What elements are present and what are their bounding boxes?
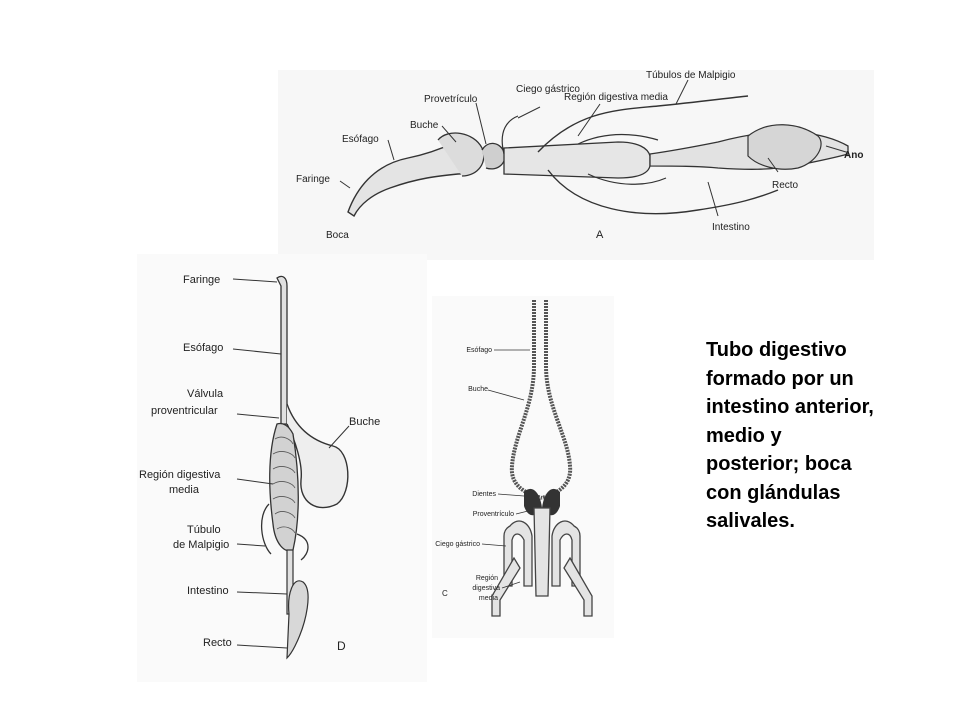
figure-a-panel: Túbulos de Malpigio Ciego gástrico Regió… [278, 70, 874, 260]
c-midgut-right [563, 556, 593, 617]
c-label-gastric-cecum: Ciego gástrico [435, 541, 480, 548]
d-label-valve-1: Válvula [187, 388, 224, 400]
c-label-crop: Buche [468, 386, 488, 393]
a-label-midgut: Región digestiva media [564, 92, 668, 103]
a-label-mouth: Boca [326, 230, 349, 241]
a-label-esophagus: Esófago [342, 134, 379, 145]
caption-line: Tubo digestivo [706, 339, 847, 361]
d-label-intestine: Intestino [187, 585, 229, 597]
caption-line: con glándulas [706, 481, 841, 504]
figure-d-diagram: Faringe Esófago Válvula proventricular B… [137, 254, 427, 682]
d-label-midgut-2: media [169, 484, 200, 496]
a-proventriculus-shape [481, 142, 506, 170]
a-panel-letter: A [596, 229, 604, 241]
c-label-proventriculus: Proventrículo [473, 511, 514, 518]
d-label-esophagus: Esófago [183, 342, 223, 354]
c-proventriculus [533, 507, 551, 597]
caption-line: salivales. [706, 510, 795, 532]
d-label-crop: Buche [349, 416, 380, 428]
figure-d-panel: Faringe Esófago Válvula proventricular B… [137, 254, 427, 682]
figure-c-diagram: Esófago Buche Dientes Proventrículo Cieg… [432, 296, 614, 638]
c-label-midgut-3: media [479, 595, 498, 602]
a-label-crop: Buche [410, 120, 439, 131]
caption-line: medio y [706, 424, 782, 447]
d-label-pharynx: Faringe [183, 274, 220, 286]
d-label-malpighian-1: Túbulo [187, 524, 221, 536]
d-crop-shape [286, 403, 349, 509]
d-label-midgut-1: Región digestiva [139, 469, 221, 481]
c-panel-letter: C [442, 589, 448, 598]
d-label-malpighian-2: de Malpigio [173, 539, 229, 551]
caption-line: intestino anterior, [706, 396, 874, 418]
figure-a-diagram: Túbulos de Malpigio Ciego gástrico Regió… [278, 70, 874, 260]
a-label-malpighian: Túbulos de Malpigio [646, 70, 736, 81]
d-rectum-shape [286, 580, 309, 660]
a-label-anus: Ano [844, 150, 863, 161]
a-crop-shape [437, 132, 485, 177]
a-midgut-shape [503, 141, 651, 179]
d-malpighian-shape [261, 503, 309, 561]
a-rectum-shape [747, 124, 822, 170]
d-panel-letter: D [337, 639, 346, 653]
caption-line: posterior; boca [706, 453, 852, 475]
a-label-proventriculus: Provetrículo [424, 94, 478, 105]
c-label-teeth: Dientes [472, 491, 496, 498]
c-label-midgut-2: digestiva [472, 585, 500, 592]
c-label-midgut-1: Región [476, 575, 498, 582]
a-label-gastric-cecum: Ciego gástrico [516, 84, 580, 95]
d-label-valve-2: proventricular [151, 405, 218, 417]
caption-line: formado por un [706, 367, 854, 390]
a-label-pharynx: Faringe [296, 174, 330, 185]
c-label-esophagus: Esófago [466, 347, 492, 354]
a-label-rectum: Recto [772, 180, 799, 191]
figure-c-panel: Esófago Buche Dientes Proventrículo Cieg… [432, 296, 614, 638]
d-label-rectum: Recto [203, 637, 232, 649]
caption: Tubo digestivo formado por un intestino … [706, 336, 946, 536]
a-label-intestine: Intestino [712, 222, 750, 233]
